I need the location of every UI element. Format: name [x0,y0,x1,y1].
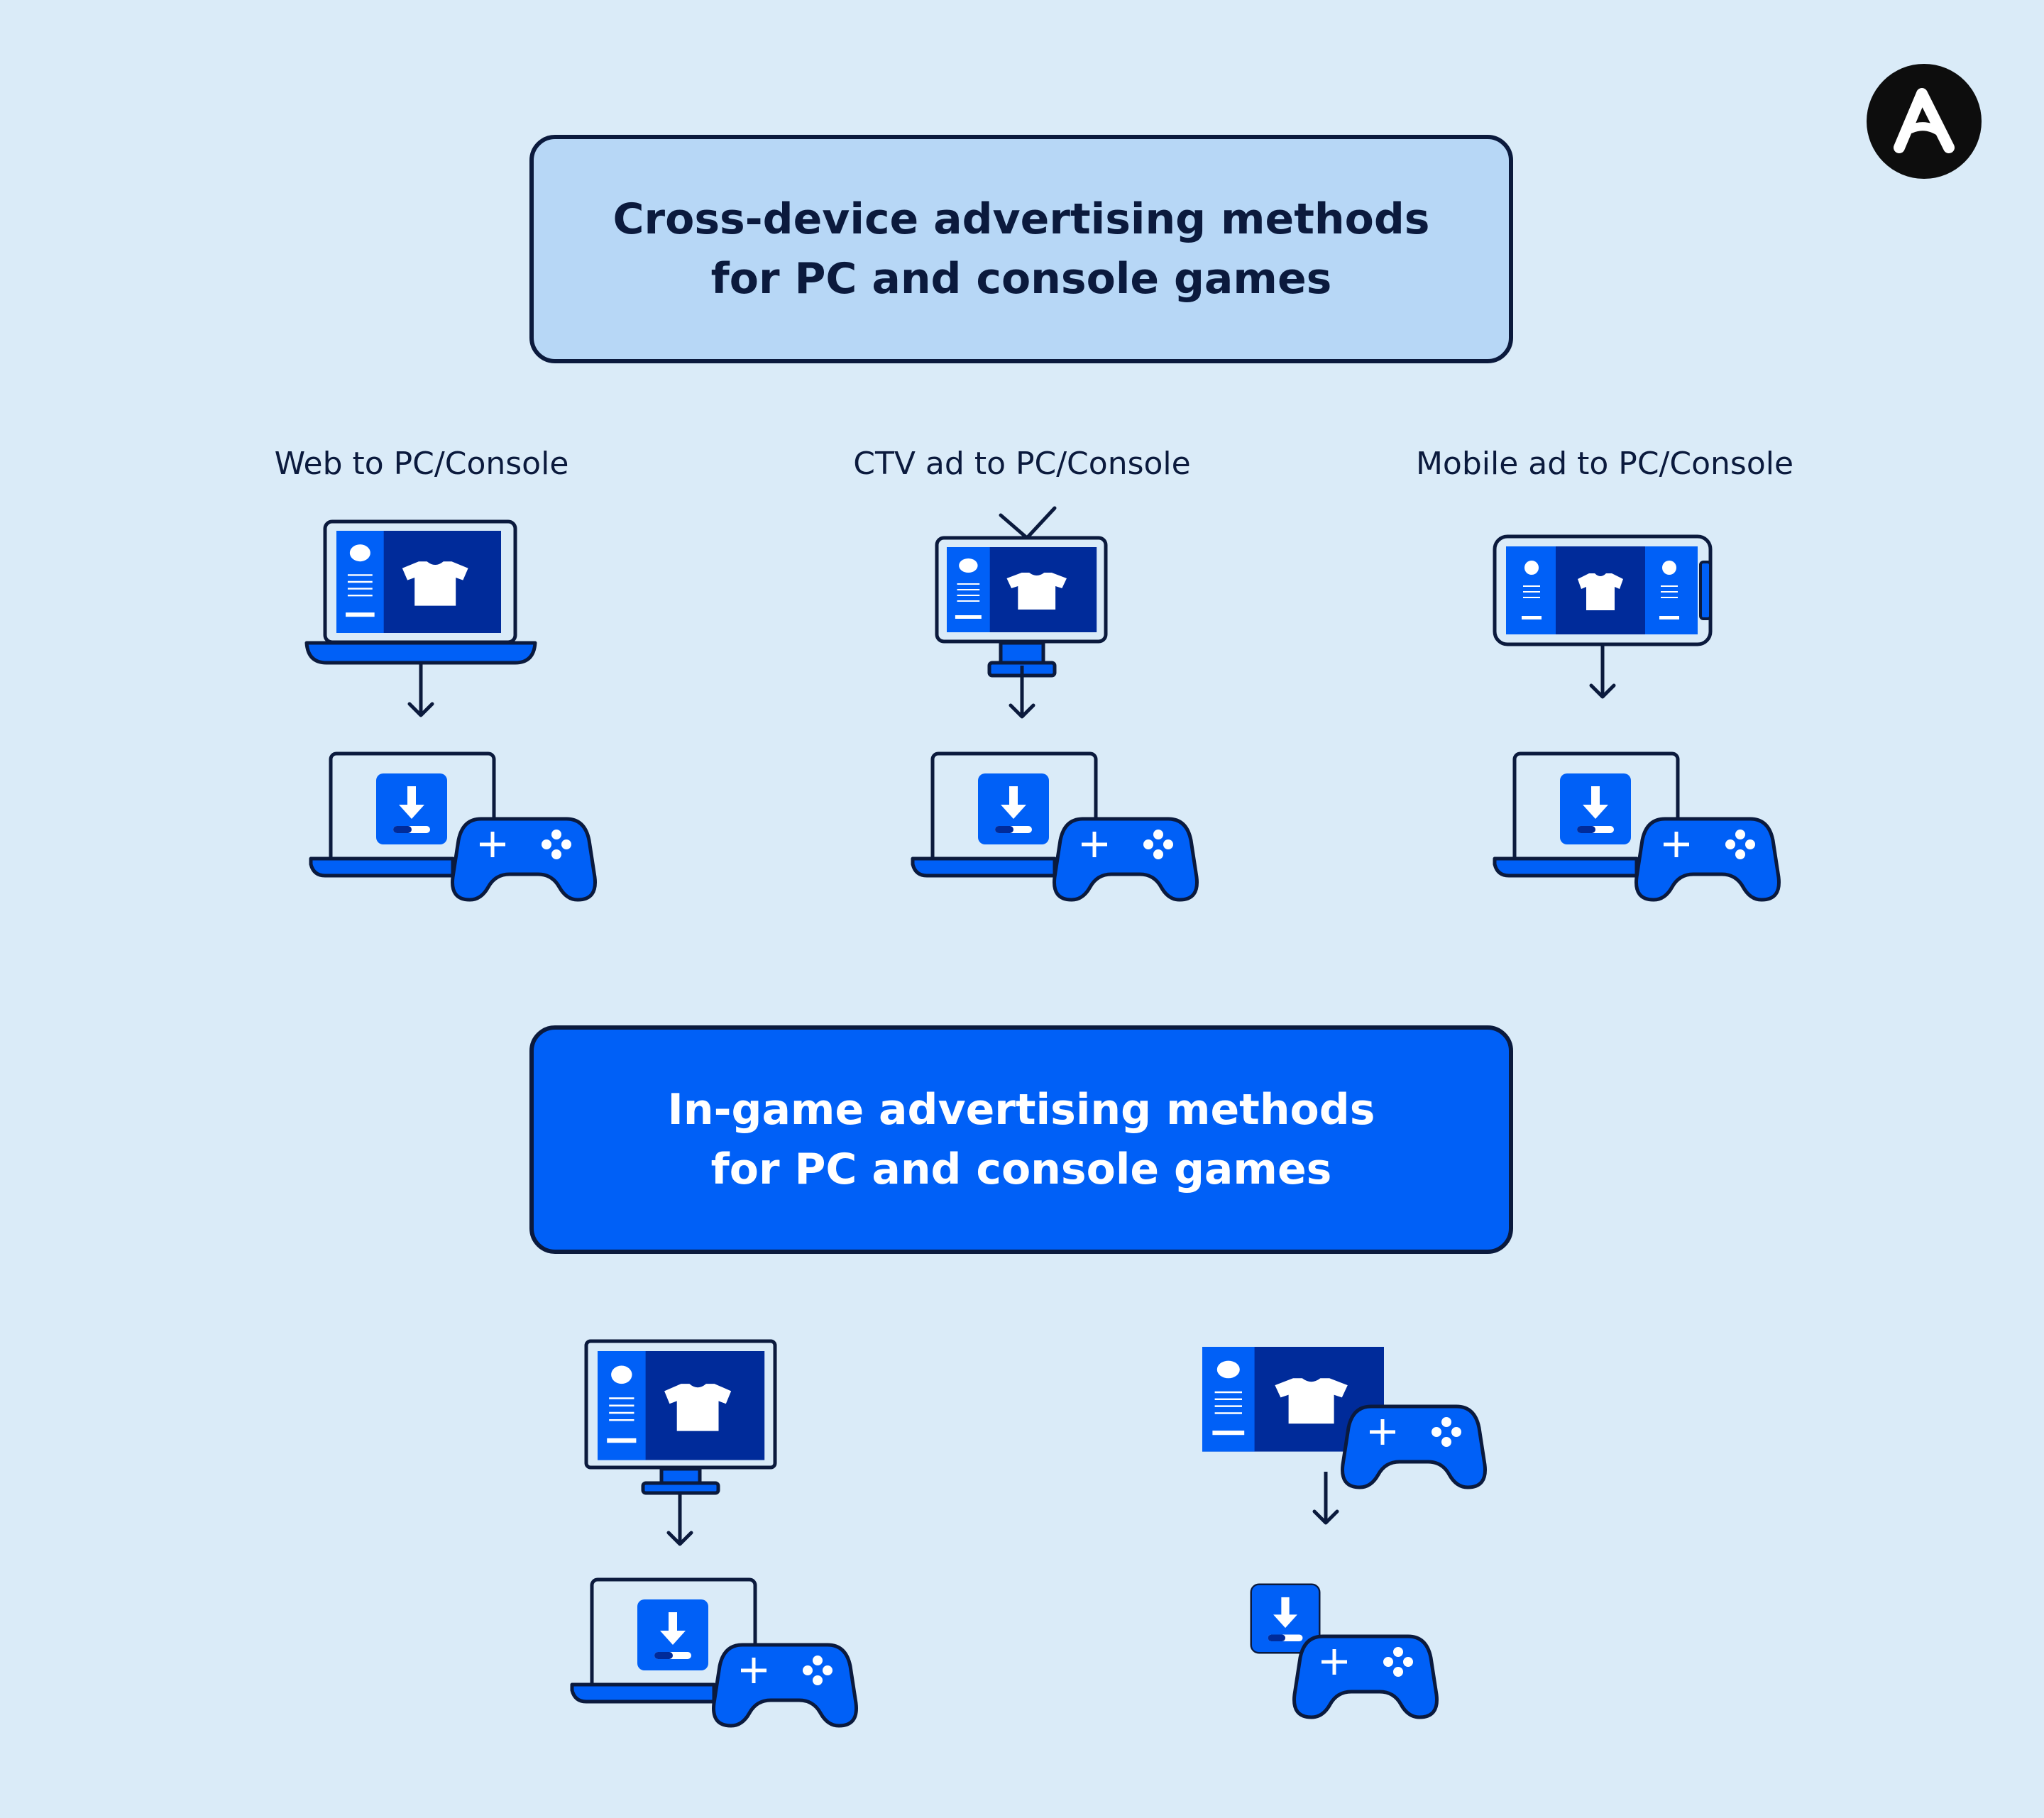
laptop-download-gamepad-icon [1495,754,1779,900]
ad-screen-gamepad-icon [1201,1345,1485,1487]
in-game-title-box: In-game advertising methods for PC and c… [529,1025,1513,1254]
in-game-title-line1: In-game advertising methods [667,1085,1375,1135]
arrow-down-icon [1591,646,1614,697]
applovin-logo-icon [1867,64,1982,179]
method-label-web: Web to PC/Console [274,446,569,482]
laptop-download-gamepad-icon [311,754,595,900]
arrow-down-icon [1314,1472,1337,1523]
arrow-down-icon [410,664,432,715]
laptop-download-gamepad-icon [913,754,1197,900]
laptop-ad-icon [304,519,537,665]
laptop-download-gamepad-icon [572,1580,857,1726]
tv-ad-icon [935,506,1108,678]
arrow-down-icon [669,1493,691,1544]
cross-device-title-line2: for PC and console games [710,254,1332,304]
download-gamepad-icon [1250,1583,1437,1717]
cross-device-title-box: Cross-device advertising methods for PC … [529,135,1513,363]
in-game-title-line2: for PC and console games [710,1145,1332,1194]
method-label-ctv: CTV ad to PC/Console [853,446,1191,482]
desktop-monitor-ad-icon [584,1339,777,1495]
mobile-landscape-ad-icon [1493,534,1713,646]
method-label-mobile: Mobile ad to PC/Console [1415,446,1794,482]
cross-device-title-line1: Cross-device advertising methods [612,194,1430,244]
